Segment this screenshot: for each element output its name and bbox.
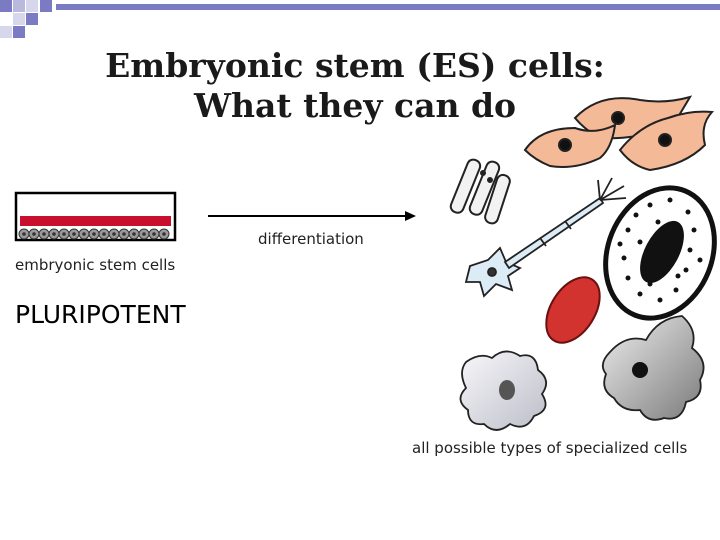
culture-dish-icon: [14, 191, 177, 242]
skin-cell-icon: [523, 95, 715, 172]
title-line-2: What they can do: [193, 86, 517, 125]
arrow-icon: [208, 211, 416, 221]
pancreatic-cell-icon: [603, 185, 717, 321]
slide-title: Embryonic stem (ES) cells: What they can…: [60, 46, 650, 126]
red-blood-cell-icon: [545, 276, 601, 344]
neuron-icon: [464, 177, 627, 298]
pluripotent-label: PLURIPOTENT: [15, 300, 186, 329]
title-line-1: Embryonic stem (ES) cells:: [105, 46, 605, 85]
embryonic-stem-cells-label: embryonic stem cells: [15, 256, 176, 274]
differentiation-label: differentiation: [258, 230, 364, 248]
corner-decoration: [0, 0, 720, 38]
macrophage-icon: [459, 350, 548, 431]
fibroblast-icon: [601, 315, 705, 421]
specialized-cells-label: all possible types of specialized cells: [412, 439, 688, 457]
muscle-fiber-icon: [449, 158, 511, 225]
